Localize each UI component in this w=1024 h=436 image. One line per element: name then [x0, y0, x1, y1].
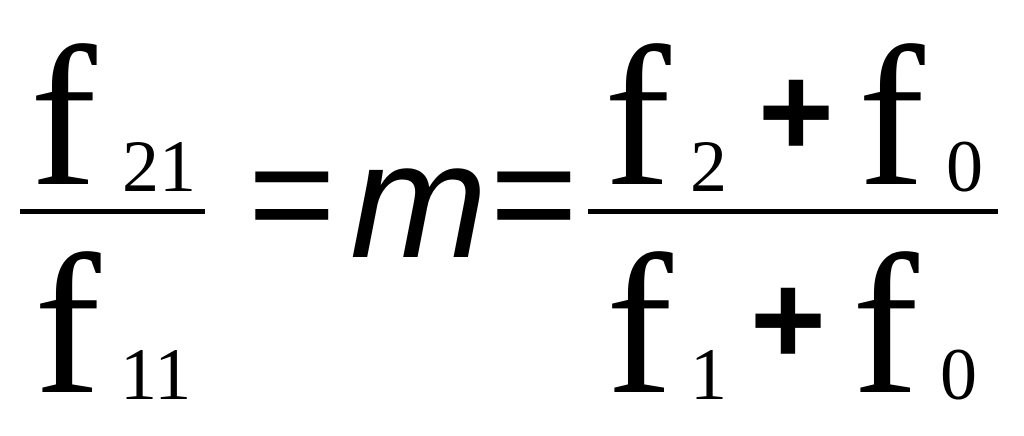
right-numerator-f-1: f — [604, 7, 671, 228]
left-denominator-f: f — [34, 215, 101, 436]
right-denominator-subscript-1: 1 — [690, 334, 727, 416]
right-denominator-f-2: f — [852, 215, 919, 436]
left-denominator-subscript: 11 — [120, 334, 192, 416]
variable-m: m — [350, 108, 488, 292]
left-numerator-f: f — [30, 7, 97, 228]
right-numerator-subscript-1: 2 — [690, 126, 727, 208]
left-fraction-bar — [20, 209, 205, 214]
right-numerator-plus: + — [758, 38, 834, 184]
equals-sign-2: = — [490, 109, 578, 277]
right-fraction-bar — [588, 209, 998, 214]
equals-sign-1: = — [248, 109, 336, 277]
right-numerator-subscript-2: 0 — [946, 126, 983, 208]
right-denominator-f-1: f — [606, 215, 673, 436]
right-numerator-f-2: f — [858, 7, 925, 228]
right-denominator-subscript-2: 0 — [940, 334, 977, 416]
formula: f 21 f 11 = m = f 2 + f 0 f 1 + f 0 — [20, 7, 998, 436]
left-numerator-subscript: 21 — [122, 126, 196, 208]
right-denominator-plus: + — [750, 246, 826, 392]
